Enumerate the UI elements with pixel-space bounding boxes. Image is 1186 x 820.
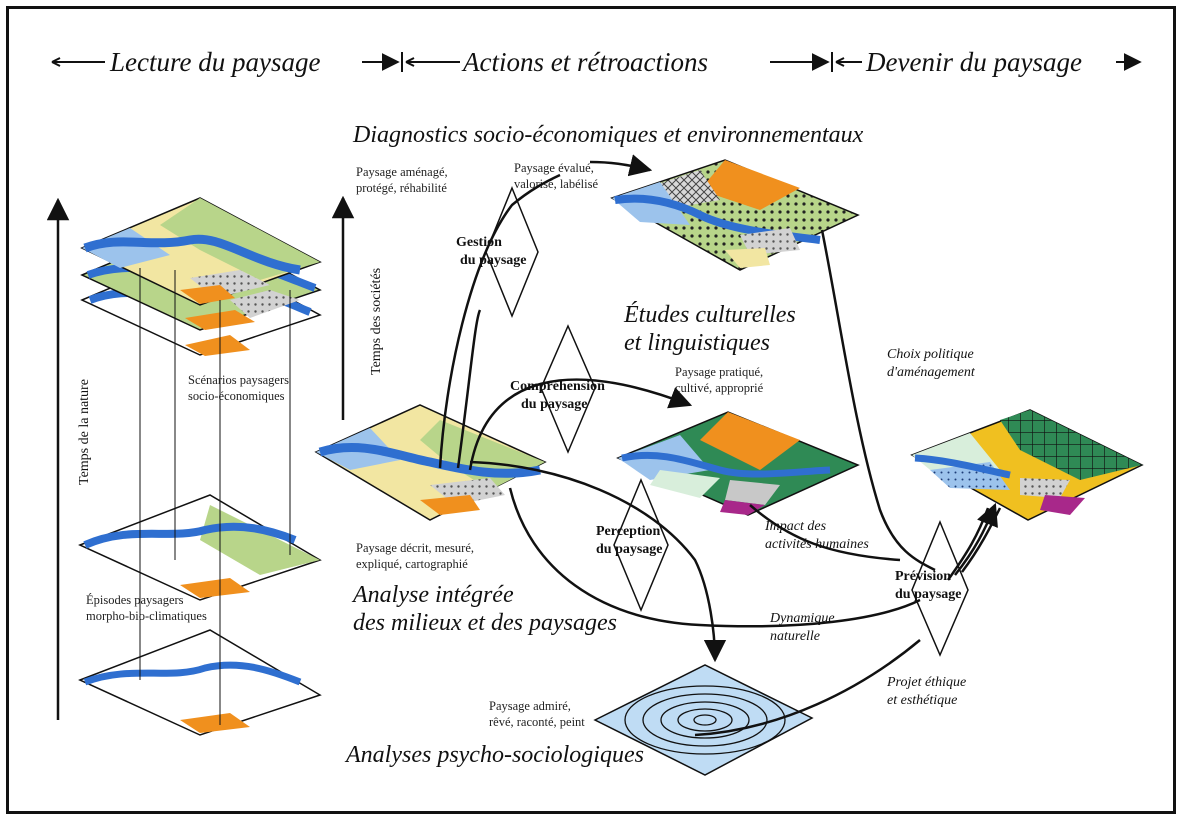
psycho-title: Analyses psycho-sociologiques [344,742,644,768]
diamond-perception: Perception du paysage [596,478,669,612]
axis-nature: Temps de la nature [46,197,92,720]
prevision-label-1: Prévision [895,569,951,584]
amenage-note-1: Paysage aménagé, [356,165,448,179]
diamond-prevision: Prévision du paysage [895,520,969,657]
comprehension-label-1: Compréhension [510,379,605,394]
gestion-label-1: Gestion [456,235,502,250]
dynamique-label-2: naturelle [770,629,820,644]
comprehension-label-2: du paysage [521,397,588,412]
map-diagnostics [610,159,860,271]
perception-label-2: du paysage [596,542,663,557]
decrit-note-1: Paysage décrit, mesuré, [356,541,474,555]
map-stack-top [80,197,322,356]
projet-label-2: et esthétique [887,693,957,708]
perception-label-1: Perception [596,524,660,539]
projet-label-1: Projet éthique [886,675,966,690]
amenage-note-2: protégé, réhabilité [356,181,447,195]
pratique-note-2: cultivé, approprié [675,381,764,395]
axis-societes-label: Temps des sociétés [369,268,384,375]
evalue-note-2: valorisé, labélisé [514,177,598,191]
map-episode-mid [78,494,322,601]
diagnostics-title: Diagnostics socio-économiques et environ… [352,122,864,148]
admire-note-1: Paysage admiré, [489,699,571,713]
gestion-label-2: du paysage [460,253,527,268]
dynamique-label-1: Dynamique [769,611,835,626]
episodes-note-2: morpho-bio-climatiques [86,609,207,623]
axis-nature-label: Temps de la nature [77,379,92,485]
choix-label-1: Choix politique [887,347,974,362]
scenarios-note-2: socio-économiques [188,389,285,403]
impact-label-1: Impact des [764,519,827,534]
scenarios-note-1: Scénarios paysagers [188,373,289,387]
evalue-note-1: Paysage évalué, [514,161,594,175]
header: Lecture du paysage Actions et rétroactio… [51,47,1142,77]
map-analyse [314,404,547,521]
header-actions: Actions et rétroactions [461,47,708,77]
prevision-label-2: du paysage [895,587,962,602]
etudes-title-2: et linguistiques [624,330,770,356]
header-lecture: Lecture du paysage [109,47,320,77]
map-etudes [616,411,860,516]
map-choix [910,409,1144,521]
header-devenir: Devenir du paysage [865,47,1082,77]
decrit-note-2: expliqué, cartographié [356,557,468,571]
admire-note-2: rêvé, raconté, peint [489,715,585,729]
map-episode-bottom [78,629,322,736]
diamond-comprehension: Compréhension du paysage [510,324,605,454]
pratique-note-1: Paysage pratiqué, [675,365,763,379]
analyse-title-1: Analyse intégrée [351,582,514,608]
stack-connectors [139,268,291,725]
impact-label-2: activités humaines [765,537,869,552]
diamond-gestion: Gestion du paysage [456,186,539,318]
map-psycho [593,664,814,776]
etudes-title-1: Études culturelles [623,302,796,328]
axis-societes: Temps des sociétés [331,195,384,420]
episodes-note-1: Épisodes paysagers [86,593,184,607]
flow-arrows [438,173,1002,737]
choix-label-2: d'aménagement [887,365,976,380]
analyse-title-2: des milieux et des paysages [353,610,617,636]
